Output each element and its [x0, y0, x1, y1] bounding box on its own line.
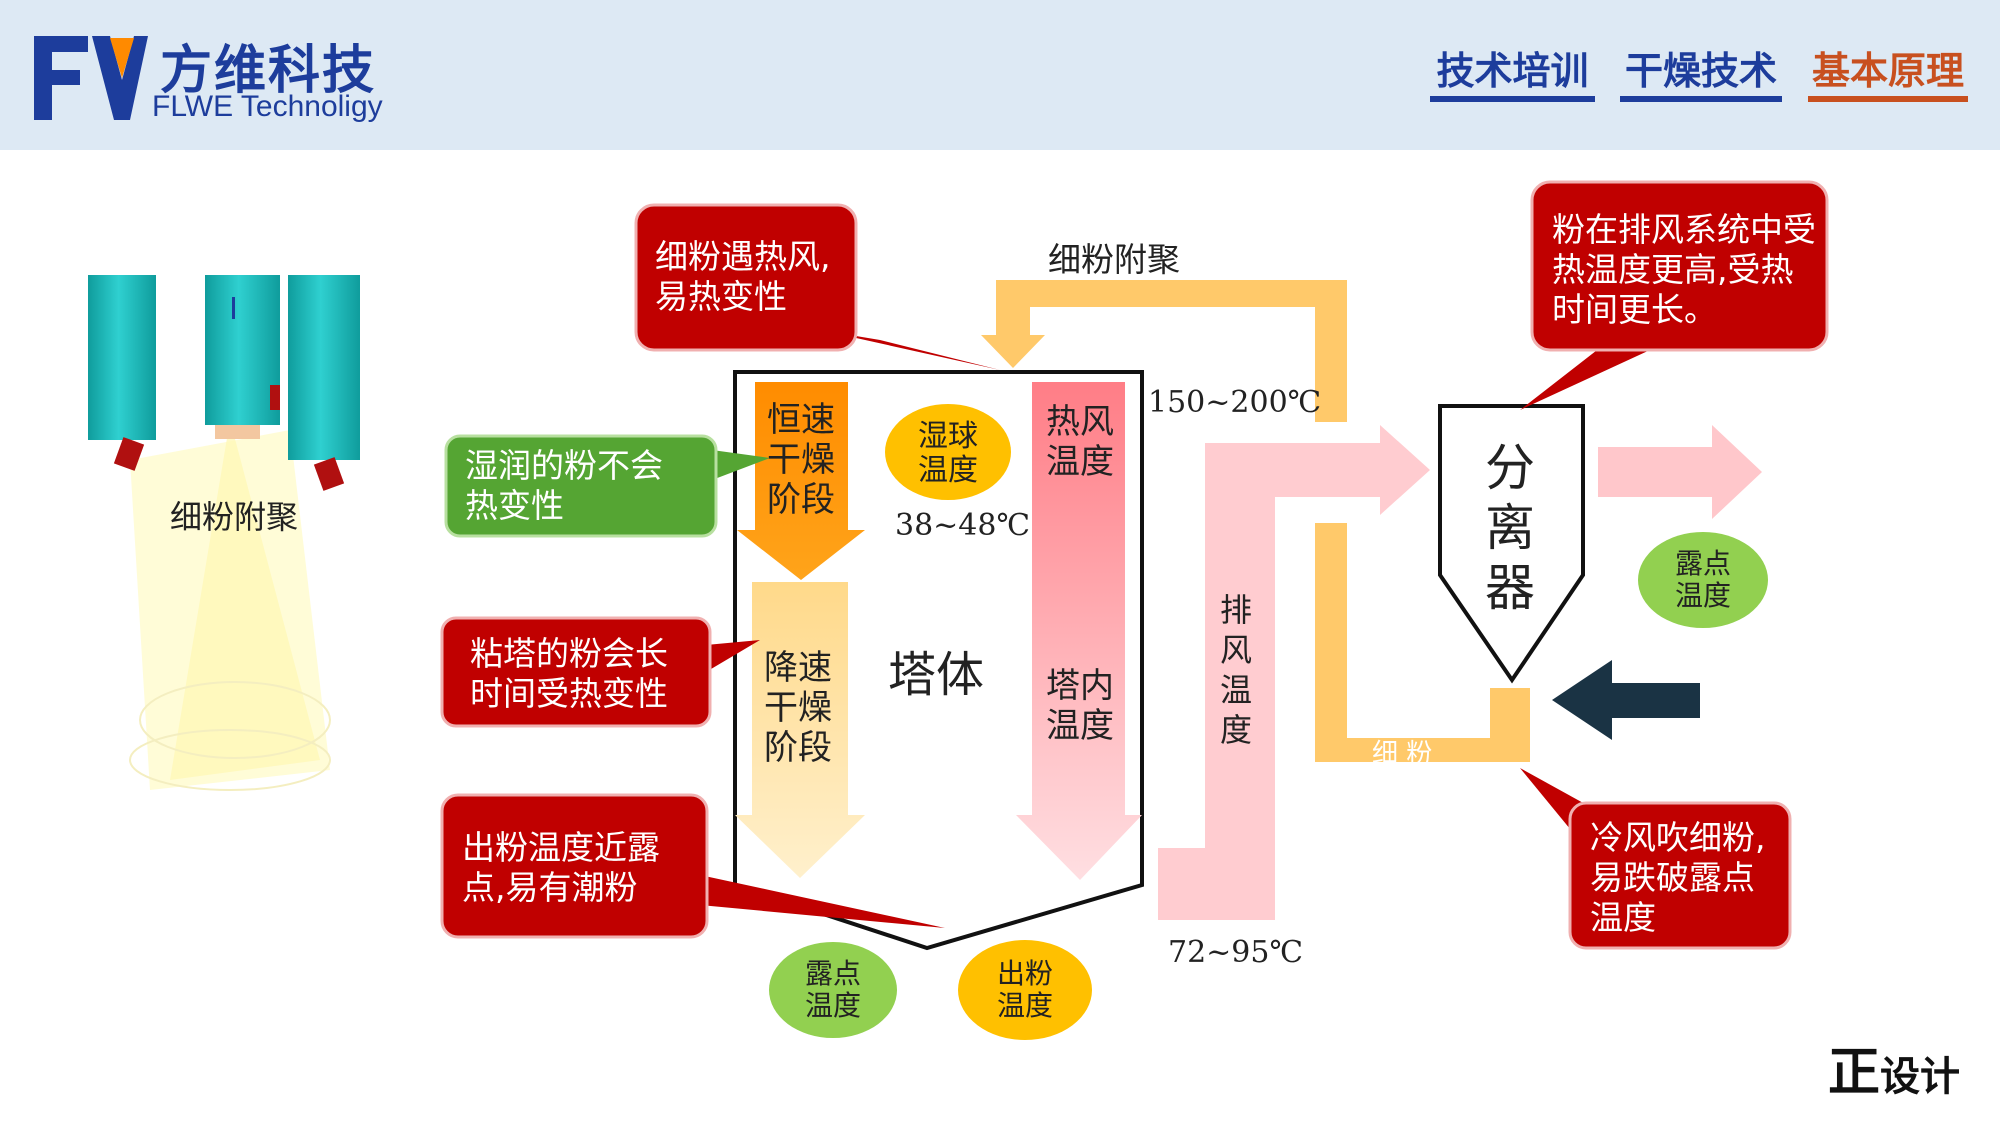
fines-return-arrow — [1315, 523, 1530, 762]
nav-tab-training[interactable]: 技术培训 — [1430, 40, 1595, 102]
callout-bottom-right-text: 冷风吹细粉,易跌破露点温度 — [1590, 818, 1766, 937]
brand-name-cn: 方维科技 — [160, 41, 377, 101]
constant-rate-arrow — [737, 382, 865, 580]
hot-air-temp-label: 热风温度 — [1046, 402, 1114, 482]
tower-inner-temp-label: 塔内温度 — [1046, 666, 1114, 746]
hot-air-arrow — [1016, 382, 1142, 880]
company-logo-icon — [34, 36, 148, 120]
brand-name-en: FLWE Technoligy — [152, 90, 383, 123]
spray-nozzle-illustration — [88, 275, 360, 791]
footer-mark-text: 设计 — [1880, 1054, 1960, 1100]
wet-bulb-circle — [885, 404, 1011, 500]
powder-out-circle — [958, 940, 1092, 1040]
wet-bulb-range: 38~48℃ — [895, 508, 1031, 543]
dew-point-circle-bottom — [769, 942, 897, 1038]
callout-middle — [440, 616, 760, 728]
callout-bottom-text: 出粉温度近露点,易有潮粉 — [462, 828, 660, 907]
dew-point-circle-right — [1638, 532, 1768, 628]
wet-bulb-label: 湿球温度 — [918, 419, 978, 488]
separator-label: 分离器 — [1485, 439, 1535, 617]
tower-body-label: 塔体 — [888, 647, 985, 703]
callout-top-right — [1520, 180, 1829, 410]
dew-point-right-label: 露点温度 — [1674, 547, 1731, 612]
footer-mark-glyph: 正 — [1827, 1043, 1880, 1103]
separator-outline — [1438, 404, 1585, 684]
exhaust-duct-arrow — [1158, 425, 1430, 920]
constant-rate-stage-label: 恒速干燥阶段 — [767, 400, 835, 520]
falling-rate-stage-label: 降速干燥阶段 — [764, 648, 832, 768]
recycle-agglomeration-label: 细粉附聚 — [1048, 240, 1180, 279]
falling-rate-arrow — [735, 582, 865, 878]
fines-label: 细 粉 — [1372, 739, 1433, 769]
tower-body-outline — [733, 370, 1144, 951]
dew-point-bottom-label: 露点温度 — [804, 957, 861, 1022]
outlet-temp-range: 72~95℃ — [1168, 935, 1304, 970]
callout-bottom-right — [1520, 768, 1792, 950]
callout-top-right-text: 粉在排风系统中受热温度更高,受热时间更长。 — [1552, 210, 1816, 329]
callout-top — [634, 203, 1000, 370]
nozzle-agglomeration-label: 细粉附聚 — [170, 498, 299, 536]
callout-green — [444, 434, 770, 538]
powder-out-temp-label: 出粉温度 — [996, 957, 1053, 1022]
separator-outlet-arrow — [1598, 425, 1762, 519]
fines-recycle-arrow — [981, 280, 1347, 422]
nav-tab-drying[interactable]: 干燥技术 — [1620, 40, 1782, 102]
exhaust-temp-label: 排风温度 — [1219, 591, 1252, 749]
callout-bottom — [440, 793, 945, 939]
footer-mark: 正设计 — [1828, 1030, 1960, 1105]
nav-tab-principles[interactable]: 基本原理 — [1808, 40, 1968, 102]
callout-green-text: 湿润的粉不会热变性 — [465, 446, 663, 525]
callout-middle-text: 粘塔的粉会长时间受热变性 — [470, 634, 668, 713]
callout-top-text: 细粉遇热风,易热变性 — [655, 237, 831, 316]
header-bar: 方维科技 FLWE Technoligy 技术培训 干燥技术 基本原理 — [0, 0, 2000, 150]
inlet-temp-range: 150~200℃ — [1148, 385, 1322, 420]
